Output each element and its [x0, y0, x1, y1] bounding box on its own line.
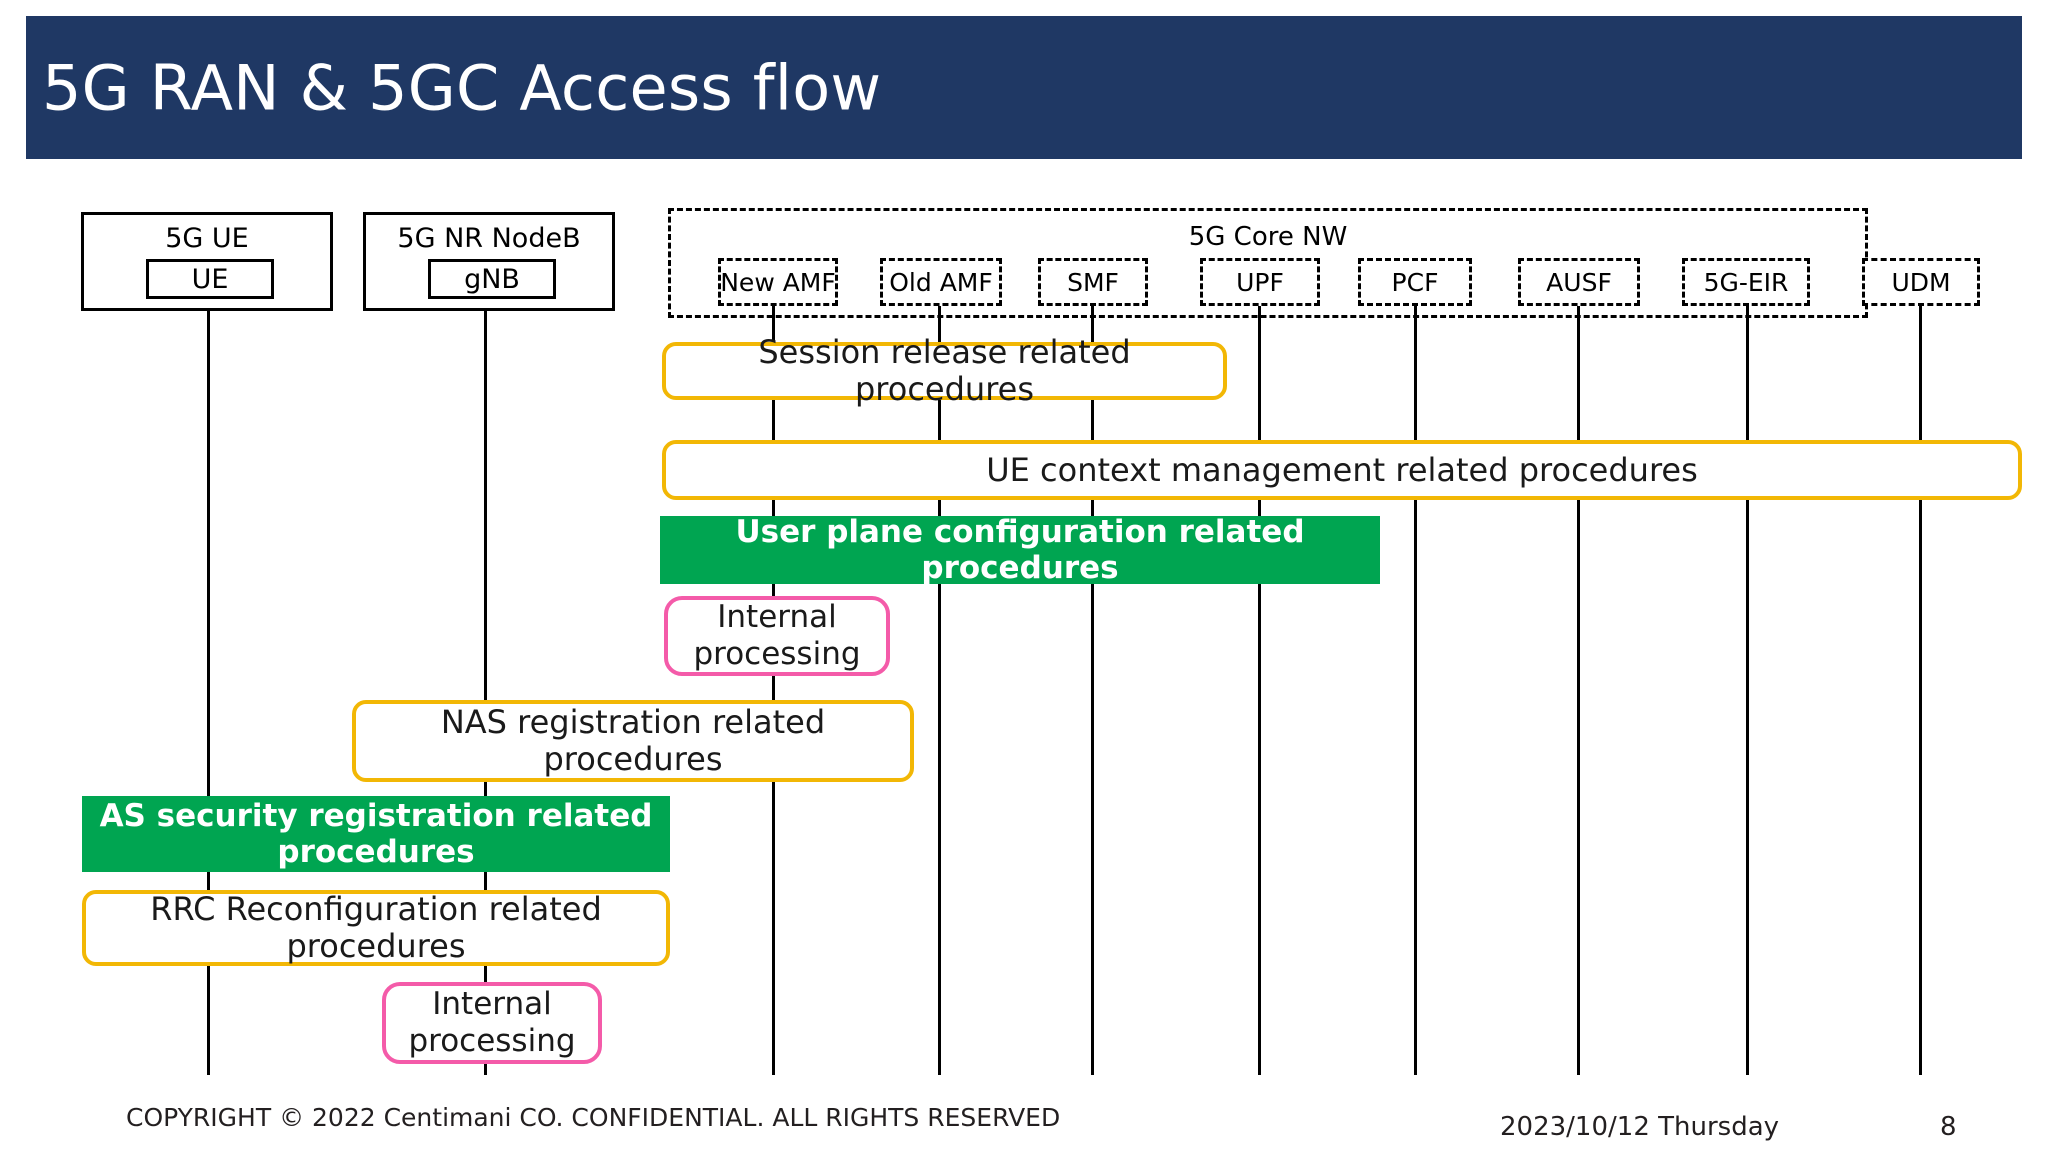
lifeline-pcf — [1414, 295, 1417, 1075]
actor-inner-ue[interactable]: UE — [146, 259, 274, 299]
nf-box-upf[interactable]: UPF — [1200, 258, 1320, 306]
footer-copyright: COPYRIGHT © 2022 Centimani CO. CONFIDENT… — [126, 1103, 1061, 1132]
actor-inner-gnb[interactable]: gNB — [428, 259, 556, 299]
procedure-rrc-reconfiguration[interactable]: RRC Reconfiguration related procedures — [82, 890, 670, 966]
procedure-nas-registration-label: NAS registration related procedures — [440, 703, 826, 778]
procedure-session-release[interactable]: Session release related procedures — [662, 334, 1227, 408]
procedure-as-security[interactable]: AS security registration related procedu… — [82, 796, 670, 872]
lifeline-5g-eir — [1746, 295, 1749, 1075]
lifeline-gnb — [484, 295, 487, 1075]
footer-page-number: 8 — [1940, 1112, 1957, 1142]
procedure-session-release-label: Session release related procedures — [758, 333, 1131, 408]
procedure-internal-processing-1-label: Internal processing — [693, 599, 861, 672]
lifeline-ausf — [1577, 295, 1580, 1075]
lifeline-smf — [1091, 295, 1094, 1075]
lifeline-new-amf — [772, 295, 775, 1075]
procedure-internal-processing-1[interactable]: Internal processing — [664, 596, 890, 676]
core-network-label: 5G Core NW — [1188, 222, 1348, 252]
nf-box-old-amf[interactable]: Old AMF — [880, 258, 1002, 306]
procedure-ue-context[interactable]: UE context management related procedures — [662, 440, 2022, 500]
slide-title-bar: 5G RAN & 5GC Access flow — [26, 16, 2022, 159]
procedure-nas-registration[interactable]: NAS registration related procedures — [352, 700, 914, 782]
lifeline-old-amf — [938, 295, 941, 1075]
procedure-user-plane-config[interactable]: User plane configuration related procedu… — [660, 514, 1380, 586]
actor-box-gnb[interactable]: 5G NR NodeB gNB — [363, 212, 615, 311]
nf-box-new-amf[interactable]: New AMF — [718, 258, 838, 306]
procedure-user-plane-config-label: User plane configuration related procedu… — [735, 514, 1305, 586]
actor-box-ue[interactable]: 5G UE UE — [81, 212, 333, 311]
procedure-internal-processing-2-label: Internal processing — [408, 986, 576, 1059]
procedure-internal-processing-2[interactable]: Internal processing — [382, 982, 602, 1064]
procedure-rrc-reconfiguration-label: RRC Reconfiguration related procedures — [150, 890, 602, 965]
nf-box-ausf[interactable]: AUSF — [1518, 258, 1640, 306]
nf-box-5g-eir[interactable]: 5G-EIR — [1682, 258, 1810, 306]
procedure-as-security-label: AS security registration related procedu… — [99, 798, 653, 870]
nf-box-udm[interactable]: UDM — [1862, 258, 1980, 306]
footer-date: 2023/10/12 Thursday — [1500, 1112, 1780, 1142]
procedure-ue-context-label: UE context management related procedures — [986, 450, 1698, 489]
lifeline-udm — [1919, 295, 1922, 1075]
nf-box-pcf[interactable]: PCF — [1358, 258, 1472, 306]
page-title: 5G RAN & 5GC Access flow — [42, 51, 882, 124]
lifeline-upf — [1258, 295, 1261, 1075]
actor-title-gnb: 5G NR NodeB — [397, 223, 581, 254]
actor-title-ue: 5G UE — [165, 223, 249, 254]
nf-box-smf[interactable]: SMF — [1038, 258, 1148, 306]
lifeline-ue — [207, 295, 210, 1075]
